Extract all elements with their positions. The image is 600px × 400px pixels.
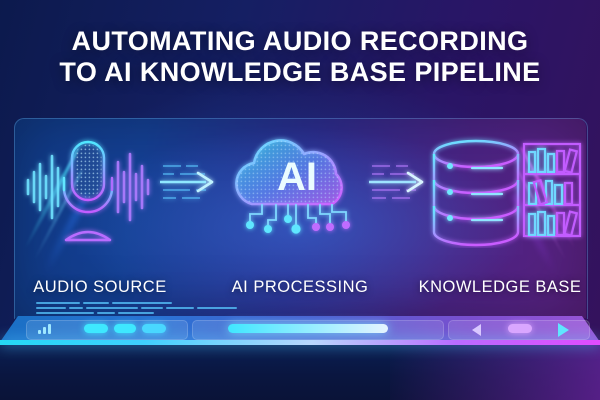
indicator-pill[interactable] bbox=[508, 324, 532, 333]
ai-cloud-icon bbox=[235, 139, 350, 234]
deck-edge-highlight bbox=[0, 340, 600, 345]
code-ticks-row-2 bbox=[36, 307, 163, 309]
progress-bar[interactable] bbox=[228, 324, 388, 333]
ai-badge-text: AI bbox=[277, 155, 317, 199]
deck-button-2[interactable] bbox=[114, 324, 136, 333]
deck-button-3[interactable] bbox=[142, 324, 166, 333]
triangle-left-icon[interactable] bbox=[472, 324, 481, 336]
arrow-right-icon-1 bbox=[160, 165, 214, 199]
title-line-1: AUTOMATING AUDIO RECORDING bbox=[71, 26, 529, 56]
signal-bars-icon bbox=[38, 324, 51, 334]
code-ticks-row-1 bbox=[36, 302, 172, 304]
triangle-right-icon[interactable] bbox=[558, 323, 569, 337]
code-ticks-row-4 bbox=[166, 307, 237, 309]
pipeline-stage-labels: AUDIO SOURCE AI PROCESSING KNOWLEDGE BAS… bbox=[0, 278, 600, 297]
database-bookshelf-icon bbox=[432, 139, 582, 247]
arrow-right-icon-2 bbox=[369, 165, 424, 199]
deck-base-shadow bbox=[0, 345, 600, 400]
microphone-icon bbox=[26, 140, 150, 242]
stage-label-ai-processing: AI PROCESSING bbox=[231, 278, 369, 296]
pipeline-svg: AI bbox=[26, 139, 582, 247]
page-title: AUTOMATING AUDIO RECORDING TO AI KNOWLED… bbox=[0, 26, 600, 88]
stage-label-knowledge-base: KNOWLEDGE BASE bbox=[418, 278, 582, 296]
deck-button-1[interactable] bbox=[84, 324, 108, 333]
pipeline-stage-icons: AI bbox=[0, 128, 600, 248]
title-line-2: TO AI KNOWLEDGE BASE PIPELINE bbox=[59, 57, 541, 87]
screen-bezel bbox=[14, 118, 588, 319]
stage-label-audio-source: AUDIO SOURCE bbox=[33, 278, 167, 296]
code-ticks-row-3 bbox=[36, 312, 154, 314]
